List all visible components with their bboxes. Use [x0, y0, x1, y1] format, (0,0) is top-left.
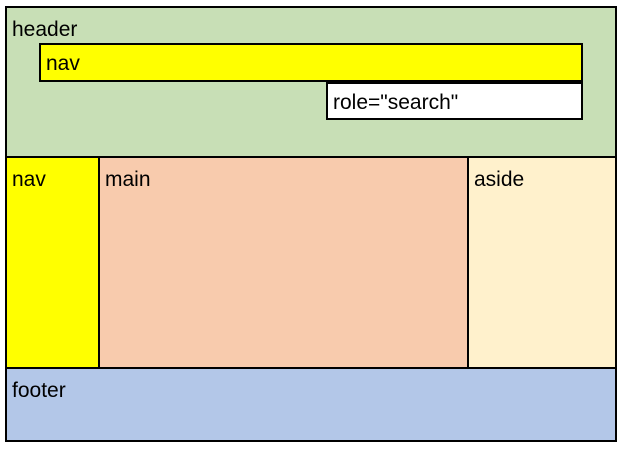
aside-label: aside — [474, 168, 525, 191]
main-region: main — [98, 156, 469, 369]
side-nav-label: nav — [12, 168, 46, 191]
main-label: main — [105, 168, 151, 191]
footer-region: footer — [5, 367, 617, 442]
side-nav-region: nav — [5, 156, 100, 369]
header-label: header — [12, 18, 78, 41]
footer-label: footer — [12, 379, 66, 402]
header-nav-label: nav — [46, 52, 80, 75]
search-region: role="search" — [326, 82, 583, 120]
page-layout-diagram: header nav role="search" nav main aside … — [5, 6, 617, 442]
search-label: role="search" — [333, 91, 459, 114]
header-nav-region: nav — [39, 43, 583, 82]
aside-region: aside — [467, 156, 617, 369]
